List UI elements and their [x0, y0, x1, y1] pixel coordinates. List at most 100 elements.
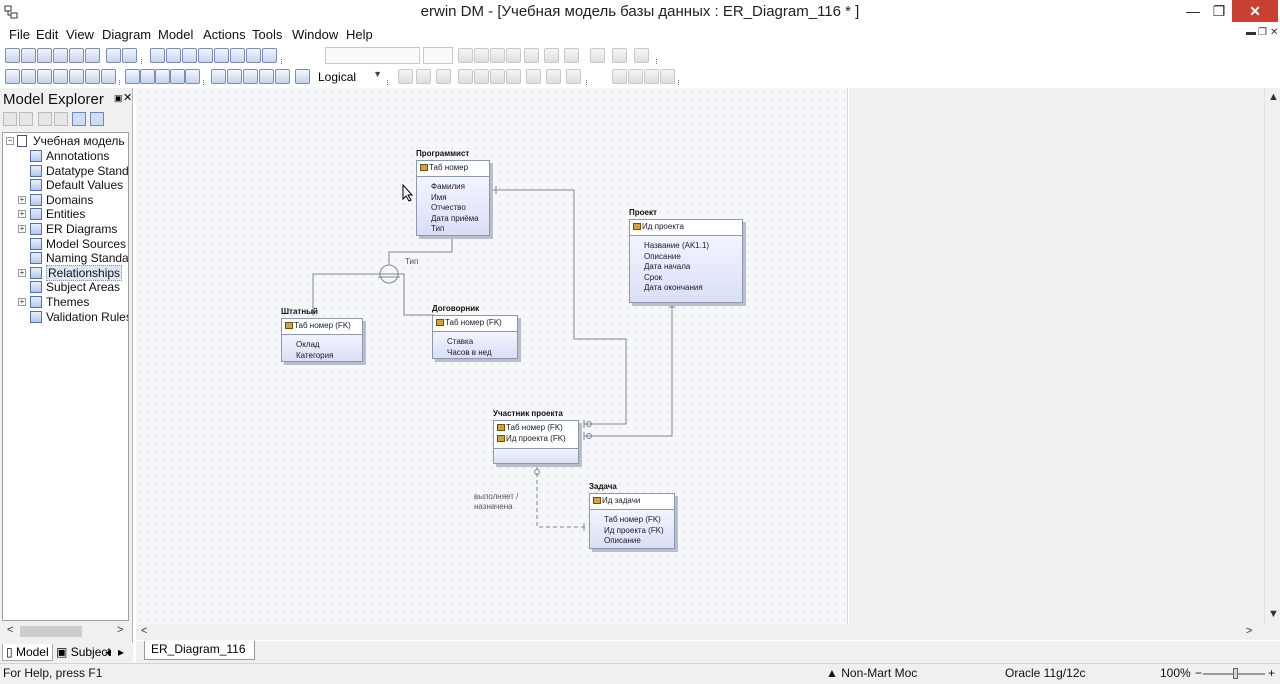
mdi-close-button[interactable]: ✕ [1270, 27, 1279, 38]
participant-task-line[interactable] [536, 466, 588, 528]
entity-attribute[interactable]: Дата начала [644, 262, 691, 271]
maximize-button[interactable]: ❐ [1212, 3, 1226, 19]
same-height-icon[interactable] [546, 69, 561, 84]
toolbar-grip[interactable] [203, 80, 206, 85]
primary-key-attribute[interactable]: Ид задачи [593, 496, 640, 505]
tree-item-default-values[interactable]: Default Values [3, 178, 128, 193]
minimize-button[interactable]: — [1186, 3, 1200, 19]
underline-icon[interactable] [490, 48, 505, 63]
entity-name[interactable]: Участник проекта [493, 409, 563, 418]
tab-subject[interactable]: ▣ Subject [53, 644, 114, 661]
subtype-staff-line[interactable] [312, 273, 380, 316]
subject-area-icon[interactable] [243, 69, 258, 84]
programmer-participant-line[interactable] [492, 189, 627, 425]
entity-name[interactable]: Задача [589, 482, 617, 491]
mdi-minimize-button[interactable]: ▬ [1246, 27, 1256, 38]
zoom-fit-icon[interactable] [155, 69, 170, 84]
entity-attribute[interactable]: Фамилия [431, 182, 465, 191]
collapse-icon[interactable]: − [6, 136, 14, 145]
stored-display-icon[interactable] [259, 69, 274, 84]
entity-name[interactable]: Штатный [281, 307, 318, 316]
switch-view-icon[interactable] [295, 69, 310, 84]
entity-tool-icon[interactable] [166, 48, 181, 63]
send-back-icon[interactable] [628, 69, 643, 84]
expand-icon[interactable] [19, 112, 33, 126]
primary-key-attribute[interactable]: Ид проекта (FK) [497, 434, 566, 443]
zoom-in-icon[interactable] [125, 69, 140, 84]
entity-attribute[interactable]: Ид проекта (FK) [604, 525, 664, 535]
font-name-combo[interactable] [325, 47, 420, 64]
layout-icon[interactable] [85, 69, 100, 84]
table-editor-icon[interactable] [275, 69, 290, 84]
expand-icon[interactable]: + [18, 194, 26, 204]
tree-item-themes[interactable]: +Themes [3, 295, 128, 310]
subtype-link-line[interactable] [388, 236, 453, 266]
toolbar-grip[interactable] [119, 80, 122, 85]
tab-model[interactable]: ▯ Model [2, 644, 53, 661]
middle-icon[interactable] [474, 69, 489, 84]
tree-item-model-sources[interactable]: Model Sources [3, 237, 128, 252]
many-to-many-icon[interactable] [214, 48, 229, 63]
logical-model-icon[interactable] [227, 69, 242, 84]
identifying-rel-icon[interactable] [198, 48, 213, 63]
scroll-up-icon[interactable]: ▲ [1268, 91, 1279, 103]
annotation-tool-icon[interactable] [262, 48, 277, 63]
diagram-horizontal-scrollbar[interactable]: < > [136, 624, 1264, 640]
primary-key-attribute[interactable]: Таб номер (FK) [285, 321, 351, 330]
menu-actions[interactable]: Actions [203, 27, 246, 42]
primary-key-attribute[interactable]: Таб номер (FK) [436, 318, 502, 327]
bring-front-icon[interactable] [612, 69, 627, 84]
tab-er-diagram[interactable]: ER_Diagram_116 [144, 641, 255, 660]
entity-attribute[interactable]: Описание [604, 536, 641, 545]
expand-icon[interactable]: + [18, 297, 26, 306]
same-width-icon[interactable] [526, 69, 541, 84]
expand-icon[interactable]: + [18, 267, 26, 277]
display-level-pk-icon[interactable] [37, 69, 52, 84]
subtype-contractor-line[interactable] [398, 273, 434, 316]
toolbar-grip[interactable] [656, 59, 659, 64]
tab-prev-button[interactable]: ◂ [105, 645, 112, 659]
display-level-attribute-icon[interactable] [21, 69, 36, 84]
italic-icon[interactable] [474, 48, 489, 63]
tree-item-entities[interactable]: +Entities [3, 207, 128, 222]
zoom-selection-icon[interactable] [185, 69, 200, 84]
align-objects-icon[interactable] [398, 69, 413, 84]
scroll-right-icon[interactable]: > [117, 624, 124, 636]
font-size-combo[interactable] [423, 47, 453, 64]
entity-attribute[interactable]: Название (AK1.1) [644, 241, 710, 250]
diagram-vertical-scrollbar[interactable]: ▲ ▼ [1264, 88, 1280, 624]
complete-compare-icon[interactable] [150, 48, 165, 63]
tree-item-validation-rules[interactable]: Validation Rules [3, 310, 128, 325]
align-right-icon[interactable] [634, 48, 649, 63]
line-color-icon[interactable] [564, 48, 579, 63]
align-center-icon[interactable] [612, 48, 627, 63]
view-mode-select[interactable]: Logical ▼ [315, 68, 385, 85]
reverse-engineer-icon[interactable] [122, 48, 137, 63]
align-left-icon[interactable] [590, 48, 605, 63]
new-model-icon[interactable] [5, 48, 20, 63]
tree-item-er-diagrams[interactable]: +ER Diagrams [3, 222, 128, 237]
zoom-out-button[interactable]: − [1195, 666, 1203, 680]
entity-attribute[interactable]: Описание [644, 251, 681, 261]
close-icon[interactable]: ✕ [123, 92, 133, 104]
primary-key-attribute[interactable]: Таб номер (FK) [497, 423, 563, 432]
bottom-icon[interactable] [506, 69, 521, 84]
entity-name[interactable]: Проект [629, 208, 657, 217]
tree-item-relationships[interactable]: +Relationships [3, 264, 128, 281]
show-icon[interactable] [72, 112, 86, 126]
display-level-keys-icon[interactable] [53, 69, 68, 84]
scroll-down-icon[interactable]: ▼ [1268, 608, 1279, 620]
toolbar-grip[interactable] [387, 80, 390, 85]
font-color-icon[interactable] [524, 48, 539, 63]
zoom-in-button[interactable]: + [1268, 666, 1276, 680]
entity-attribute[interactable]: Оклад [296, 340, 320, 349]
entity-attribute[interactable]: Часов в нед [447, 347, 492, 357]
mdi-restore-button[interactable]: ❐ [1258, 27, 1267, 38]
entity-attribute[interactable]: Категория [296, 350, 334, 360]
save-icon[interactable] [37, 48, 52, 63]
